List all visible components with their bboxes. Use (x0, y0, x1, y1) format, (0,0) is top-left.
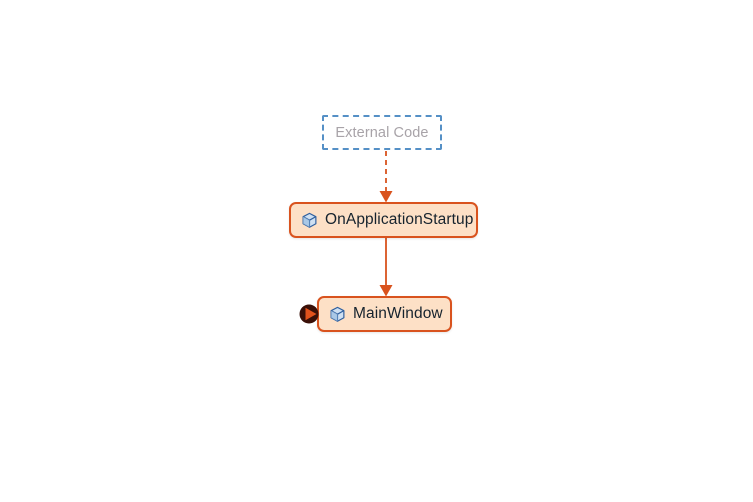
node-onapplicationstartup-label: OnApplicationStartup (325, 211, 474, 228)
node-external-code[interactable]: External Code (322, 115, 442, 150)
method-cube-icon (302, 212, 317, 228)
node-external-code-label: External Code (335, 124, 429, 141)
edge-external-to-startup[interactable] (379, 151, 393, 203)
method-cube-icon (330, 306, 345, 322)
edge-startup-to-mainwindow[interactable] (379, 238, 393, 297)
node-mainwindow-label: MainWindow (353, 305, 443, 322)
node-mainwindow[interactable]: MainWindow (317, 296, 452, 332)
current-statement-marker[interactable] (298, 303, 320, 325)
node-onapplicationstartup[interactable]: OnApplicationStartup (289, 202, 478, 238)
